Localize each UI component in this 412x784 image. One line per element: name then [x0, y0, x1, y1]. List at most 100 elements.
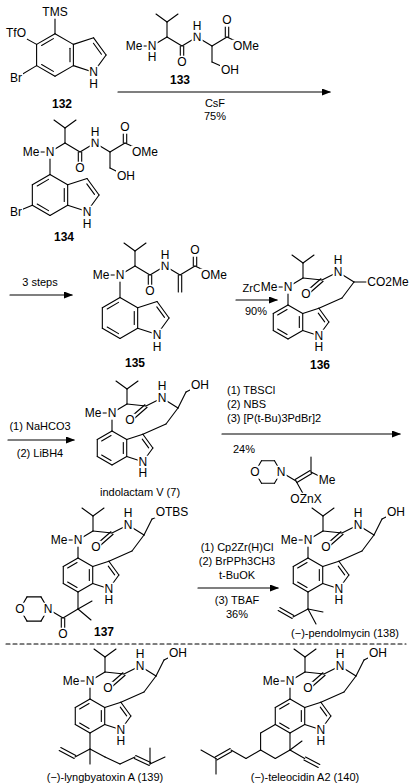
bond: [262, 483, 275, 484]
bond: [215, 759, 216, 775]
atom-label: N: [45, 146, 56, 159]
bond: [94, 649, 105, 657]
bond: [303, 255, 314, 263]
bond: [104, 657, 105, 672]
bond: [120, 298, 138, 308]
bond: [308, 584, 323, 593]
bond: [166, 408, 178, 424]
atom-label: O: [57, 628, 68, 641]
atom-label: TMS: [41, 6, 68, 19]
bond: [273, 314, 274, 331]
atom-label: Me: [84, 407, 103, 420]
atom-label: N: [123, 519, 134, 532]
divider-line: [6, 643, 406, 644]
bond: [275, 708, 276, 725]
bond: [312, 508, 323, 516]
bond: [304, 657, 305, 672]
bond: [120, 328, 138, 338]
bond: [90, 699, 105, 708]
bond: [143, 434, 153, 448]
bond: [305, 757, 319, 765]
bond: [342, 282, 354, 298]
bond: [127, 381, 138, 389]
bond: [109, 152, 110, 168]
bond: [275, 750, 290, 759]
atom-label: N: [157, 392, 168, 405]
bond: [305, 702, 321, 707]
bond: [63, 567, 64, 584]
bond: [42, 39, 54, 46]
bond: [78, 558, 93, 567]
atom-label: H: [316, 735, 327, 748]
atom-label: N: [115, 269, 126, 282]
bond: [157, 307, 165, 318]
bond: [107, 327, 118, 334]
bond: [75, 749, 90, 757]
reagent-label: 3 steps: [21, 277, 58, 289]
bond: [68, 562, 77, 567]
bond: [273, 305, 288, 314]
bond: [231, 750, 246, 759]
bond: [144, 676, 156, 692]
bond: [89, 733, 90, 749]
bond: [68, 178, 87, 184]
bond: [92, 516, 93, 531]
bond: [97, 440, 98, 457]
bond: [121, 692, 144, 702]
bond: [126, 389, 127, 404]
compound-number: 136: [309, 359, 331, 372]
bond: [78, 609, 91, 620]
reagent-label: t-BuOK: [218, 570, 256, 582]
atom-label: H: [90, 126, 101, 139]
bond: [323, 561, 339, 566]
bond: [298, 562, 307, 567]
reagent-label: (1) TBSCl: [226, 385, 276, 397]
atom-label: O: [302, 682, 313, 695]
bond: [180, 266, 195, 275]
bond: [293, 609, 308, 617]
atom-label: H: [147, 51, 158, 64]
bond: [93, 43, 101, 54]
atom-label: N: [283, 281, 294, 294]
bond: [275, 725, 290, 734]
bond: [142, 439, 148, 448]
bond: [288, 305, 303, 314]
bond: [289, 733, 290, 750]
bond: [261, 725, 276, 734]
bond: [338, 566, 344, 575]
bond: [78, 584, 93, 593]
bond: [260, 733, 261, 750]
bond: [150, 757, 165, 764]
bond: [299, 317, 300, 328]
atom-label: OH: [220, 64, 240, 77]
bond: [143, 424, 166, 434]
compound-number: 134: [53, 231, 75, 244]
atom-label: Me: [62, 675, 81, 688]
bond: [344, 676, 356, 692]
reagent-label: 36%: [225, 609, 249, 621]
compound-name: indolactam V (7): [99, 487, 181, 499]
bond: [107, 302, 118, 309]
bond: [302, 263, 303, 278]
atom-label: H: [152, 340, 163, 353]
atom-label: O: [221, 14, 232, 27]
atom-label: O: [102, 682, 113, 695]
bond: [290, 741, 302, 750]
bond: [110, 143, 125, 152]
bond: [104, 708, 105, 725]
bond: [134, 759, 149, 766]
bond: [50, 205, 68, 215]
bond: [27, 596, 41, 597]
bond: [339, 561, 349, 575]
atom-label: O: [189, 244, 200, 257]
bond: [308, 558, 323, 567]
bond: [211, 46, 212, 62]
bond: [302, 314, 303, 331]
bond: [59, 751, 74, 759]
bond: [27, 621, 41, 622]
bond: [167, 37, 182, 46]
atom-label: CO2Me: [366, 276, 409, 289]
bond: [75, 699, 90, 708]
atom-label: N: [88, 66, 99, 79]
